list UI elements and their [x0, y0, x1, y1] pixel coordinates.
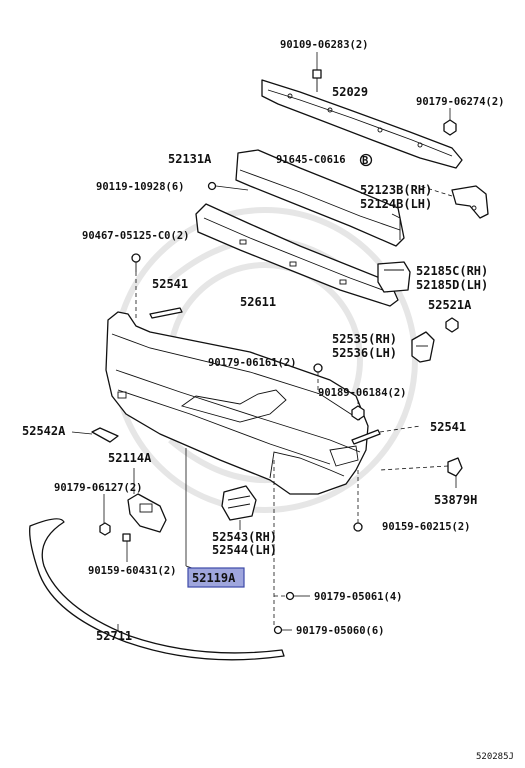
label-52536: 52536(LH) — [332, 346, 397, 360]
label-52541-top: 52541 — [152, 277, 188, 291]
label-91645-C0616: 91645-C0616 — [276, 154, 346, 166]
nut-90189-06184[interactable] — [351, 400, 365, 421]
label-52185C: 52185C(RH) — [416, 264, 488, 278]
nut-90179-06127[interactable] — [99, 494, 111, 536]
label-90159-60215: 90159-60215(2) — [382, 521, 471, 533]
label-52535: 52535(RH) — [332, 332, 397, 346]
label-90119-10928: 90119-10928(6) — [96, 181, 185, 193]
bolt-90119-10928[interactable] — [207, 181, 249, 191]
part-52119A-bumper-cover[interactable] — [105, 311, 369, 495]
part-52535-stay[interactable] — [411, 331, 435, 363]
label-90179-05060: 90179-05060(6) — [296, 625, 385, 637]
label-90159-60431: 90159-60431(2) — [88, 565, 177, 577]
part-52123B-bracket[interactable] — [419, 185, 489, 219]
bolt-90109-06283[interactable] — [312, 52, 322, 92]
label-52544: 52544(LH) — [212, 543, 277, 557]
fastener-guides — [273, 460, 286, 628]
nut-90179-06274[interactable] — [443, 108, 457, 136]
part-52185C-bracket[interactable] — [377, 261, 411, 293]
label-52185D: 52185D(LH) — [416, 278, 488, 292]
label-52542A: 52542A — [22, 424, 66, 438]
screw-90179-05061[interactable] — [285, 591, 311, 601]
label-52119A[interactable]: 52119A — [192, 571, 236, 585]
part-52611-bumper-retainer[interactable] — [195, 203, 399, 307]
label-90179-05061: 90179-05061(4) — [314, 591, 403, 603]
part-52541-right-seal[interactable] — [351, 425, 421, 445]
highlight-52119A[interactable] — [187, 567, 245, 588]
label-90189-06184: 90189-06184(2) — [318, 387, 407, 399]
label-90467-05125: 90467-05125-C0(2) — [82, 230, 189, 242]
clip-53879H[interactable] — [379, 457, 463, 488]
label-52611: 52611 — [240, 295, 276, 309]
label-90179-06274: 90179-06274(2) — [416, 96, 505, 108]
part-52542A-seal[interactable] — [71, 427, 119, 443]
screw-90159-60431[interactable] — [122, 533, 131, 562]
clip-90467-05125[interactable] — [131, 253, 141, 318]
screw-90159-60215[interactable] — [353, 470, 363, 532]
label-52114A: 52114A — [108, 451, 152, 465]
label-90179-06127: 90179-06127(2) — [54, 482, 143, 494]
label-52131A: 52131A — [168, 152, 212, 166]
label-52711: 52711 — [96, 629, 132, 643]
nut-90179-06161[interactable] — [313, 363, 323, 394]
label-53879H: 53879H — [434, 493, 477, 507]
label-52123B: 52123B(RH) — [360, 183, 432, 197]
part-52541-top-seal[interactable] — [149, 307, 183, 319]
label-52521A: 52521A — [428, 298, 472, 312]
label-52541-right: 52541 — [430, 420, 466, 434]
clip-52521A[interactable] — [445, 317, 459, 333]
part-52114A-bracket[interactable] — [127, 468, 167, 533]
label-90179-06161: 90179-06161(2) — [208, 357, 297, 369]
part-52543-bracket[interactable] — [221, 485, 257, 530]
screw-90179-05060[interactable] — [273, 625, 293, 635]
part-52131A-absorber[interactable] — [235, 149, 405, 247]
marker-letter: B — [362, 155, 368, 167]
part-52711-molding[interactable] — [29, 518, 285, 661]
label-52124B: 52124B(LH) — [360, 197, 432, 211]
diagram-code: 520285J — [476, 752, 514, 762]
part-52029-reinforcement[interactable] — [261, 79, 463, 169]
label-90109-06283: 90109-06283(2) — [280, 39, 369, 51]
clip-91645-C0616[interactable]: B — [359, 153, 373, 168]
label-52029: 52029 — [332, 85, 368, 99]
label-52543: 52543(RH) — [212, 530, 277, 544]
